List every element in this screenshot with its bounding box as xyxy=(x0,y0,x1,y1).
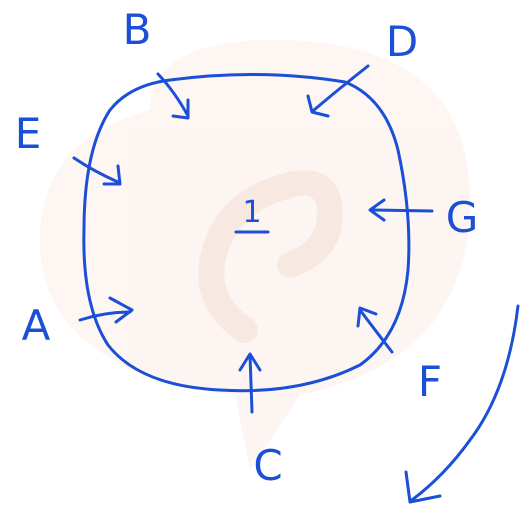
point-d-arrow xyxy=(306,64,370,118)
label-g: G xyxy=(446,193,479,242)
point-e-arrow xyxy=(72,156,122,186)
clockwise-curve-arrow xyxy=(404,304,520,504)
watermark-bubble xyxy=(40,39,470,471)
watermark-logo xyxy=(40,39,470,471)
point-a-arrow xyxy=(78,296,134,324)
point-c-arrow xyxy=(238,352,262,414)
point-f-arrow xyxy=(356,306,394,354)
label-e: E xyxy=(15,109,42,158)
label-c: C xyxy=(253,441,282,490)
label-b: B xyxy=(123,5,152,54)
point-b-arrow xyxy=(156,72,190,120)
label-d: D xyxy=(386,17,418,66)
label-f: F xyxy=(418,357,442,406)
watermark-swirl xyxy=(198,170,344,343)
region-label: 1 xyxy=(242,195,261,230)
point-g-arrow xyxy=(368,198,434,222)
label-a: A xyxy=(22,301,51,350)
region-boundary xyxy=(82,72,411,393)
